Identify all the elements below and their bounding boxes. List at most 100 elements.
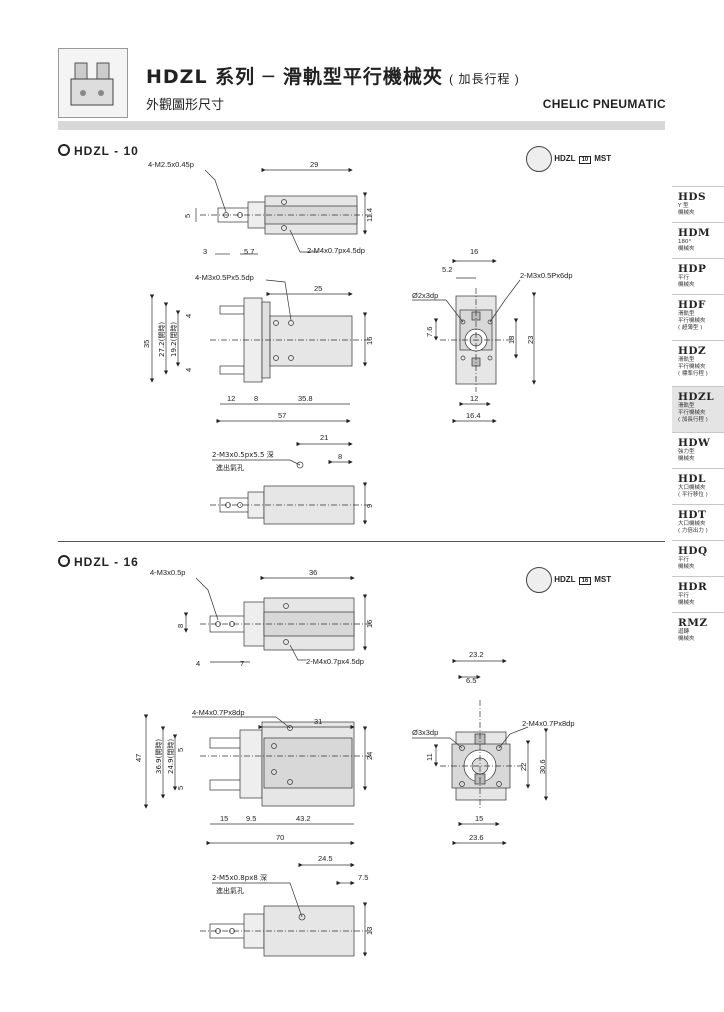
sidebar-code: HDF bbox=[678, 299, 706, 311]
dim-label: 11 bbox=[425, 753, 434, 761]
badge-size: 10 bbox=[578, 156, 592, 165]
sidebar-line: 大口機械夾 bbox=[678, 521, 706, 527]
section-title-hdzl16: HDZL - 16 bbox=[58, 554, 139, 569]
title-sub: ( 加長行程 ) bbox=[449, 72, 520, 86]
dim-label: 12 bbox=[227, 394, 235, 403]
sidebar-code: HDQ bbox=[678, 545, 708, 557]
section-divider bbox=[58, 541, 665, 542]
chelic-logo-icon bbox=[526, 146, 552, 172]
dim-label: 7.5 bbox=[358, 873, 368, 882]
dim-label: 23 bbox=[526, 336, 535, 344]
dim-label: 23.6 bbox=[469, 833, 484, 842]
section-title-text: HDZL - 16 bbox=[74, 555, 139, 569]
dim-label: 35.8 bbox=[298, 394, 313, 403]
dim-label: 24 bbox=[365, 752, 374, 760]
sidebar-line: ( 標準行程 ) bbox=[678, 371, 708, 377]
dim-label: 7.6 bbox=[425, 327, 434, 337]
dim-label: 24.9(閉時) bbox=[167, 739, 175, 774]
dim-label: 2-M3x0.5Px6dp bbox=[520, 271, 573, 280]
sidebar-line: ( 力倍出力 ) bbox=[678, 528, 708, 534]
sidebar-line: 平行機械夾 bbox=[678, 364, 706, 370]
dim-label: 6.5 bbox=[466, 676, 476, 685]
dim-label: 3 bbox=[203, 247, 207, 256]
sidebar-line: 強力型 bbox=[678, 449, 695, 455]
chelic-logo-icon bbox=[526, 567, 552, 593]
dim-label: 2-M5x0.8px8 深 bbox=[212, 873, 267, 882]
sidebar-line: 平行機械夾 bbox=[678, 318, 706, 324]
page-title: HDZL 系列 ─ 滑軌型平行機械夾 ( 加長行程 ) bbox=[146, 62, 520, 89]
sidebar-line: 滑軌型 bbox=[678, 403, 695, 409]
dim-label: 2-M4x0.7px4.5dp bbox=[307, 246, 365, 255]
dim-label: 9 bbox=[365, 504, 374, 508]
sidebar-line: 機械夾 bbox=[678, 456, 695, 462]
sidebar-line: 機械夾 bbox=[678, 246, 695, 252]
sidebar-line: 機械夾 bbox=[678, 636, 695, 642]
dim-label: 進出氣孔 bbox=[216, 463, 244, 472]
dim-label: Ø2x3dp bbox=[412, 291, 438, 300]
sidebar-line: 180° bbox=[678, 239, 692, 245]
sidebar-line: 滑軌型 bbox=[678, 357, 695, 363]
sidebar-code: HDM bbox=[678, 227, 711, 239]
section-marker-icon bbox=[58, 555, 70, 567]
section-title-text: HDZL - 10 bbox=[74, 144, 139, 158]
dim-label: 5 bbox=[176, 748, 185, 752]
badge-suffix: MST bbox=[594, 154, 612, 164]
dim-label: 57 bbox=[278, 411, 286, 420]
sidebar-line: ( 加長行程 ) bbox=[678, 417, 708, 423]
sidebar-code: HDZL bbox=[678, 391, 715, 403]
sidebar-line: 機械夾 bbox=[678, 282, 695, 288]
dim-label: 24.5 bbox=[318, 854, 333, 863]
sidebar-line: 機械夾 bbox=[678, 564, 695, 570]
dim-label: 16 bbox=[365, 337, 374, 345]
dim-label: 2-M4x0.7Px8dp bbox=[522, 719, 575, 728]
product-thumbnail bbox=[58, 48, 128, 118]
dim-label: 5.7 bbox=[244, 247, 254, 256]
dim-label: 16 bbox=[470, 247, 478, 256]
dim-label: 31 bbox=[314, 717, 322, 726]
dim-label: 5.2 bbox=[442, 265, 452, 274]
dim-label: 27.2(開時) bbox=[158, 322, 166, 357]
brand-name: CHELIC PNEUMATIC bbox=[542, 97, 666, 111]
dim-label: 4-M4x0.7Px8dp bbox=[192, 708, 245, 717]
dim-label: 5 bbox=[183, 214, 192, 218]
section-title-hdzl10: HDZL - 10 bbox=[58, 143, 139, 158]
badge-model: HDZL bbox=[554, 154, 576, 164]
dim-label: 36 bbox=[309, 568, 317, 577]
section-marker-icon bbox=[58, 144, 70, 156]
hdzl16-top-view bbox=[183, 575, 372, 663]
title-main: HDZL 系列 ─ 滑軌型平行機械夾 bbox=[146, 66, 443, 88]
badge-model: HDZL bbox=[554, 575, 576, 585]
dim-label: 25 bbox=[314, 284, 322, 293]
sidebar-code: HDW bbox=[678, 437, 711, 449]
dim-label: 70 bbox=[276, 833, 284, 842]
dim-label: 29 bbox=[310, 160, 318, 169]
dim-label: 16 bbox=[365, 620, 374, 628]
dim-label: 2-M4x0.7px4.5dp bbox=[306, 657, 364, 666]
sidebar-code: HDL bbox=[678, 473, 706, 485]
sidebar-line: 平行機械夾 bbox=[678, 410, 706, 416]
sidebar-code: HDS bbox=[678, 191, 707, 203]
dim-label: 15 bbox=[475, 814, 483, 823]
sidebar-code: HDP bbox=[678, 263, 707, 275]
hdzl16-front-view bbox=[143, 714, 372, 846]
page-subtitle: 外觀圖形尺寸 bbox=[146, 98, 225, 113]
dim-label: 22 bbox=[519, 763, 528, 771]
dim-label: 8 bbox=[254, 394, 258, 403]
dim-label: 47 bbox=[134, 754, 143, 762]
dim-label: 12 bbox=[470, 394, 478, 403]
dim-label: 18 bbox=[507, 336, 516, 344]
